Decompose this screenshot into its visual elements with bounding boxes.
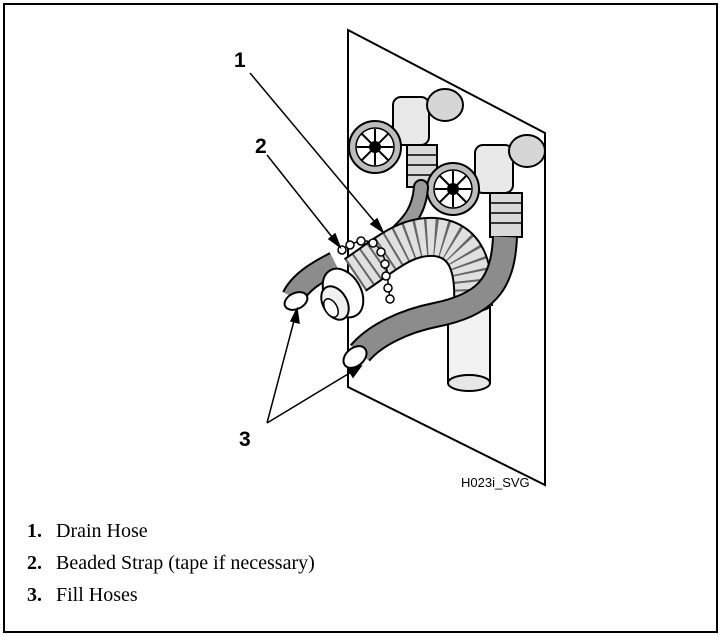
callout-2: 2	[255, 135, 267, 158]
legend-item: 1. Drain Hose	[27, 515, 315, 547]
legend-number: 1.	[27, 520, 42, 542]
right-fill-hose	[351, 236, 516, 361]
legend-list: 1. Drain Hose 2. Beaded Strap (tape if n…	[27, 515, 315, 611]
figure-id-label: H023i_SVG	[461, 475, 530, 490]
legend-item: 3. Fill Hoses	[27, 579, 315, 611]
legend-label: Fill Hoses	[56, 584, 138, 606]
legend-number: 2.	[27, 552, 42, 574]
illustration-svg: 1 2 3 H023i_SVG	[234, 28, 546, 490]
legend-number: 3.	[27, 584, 42, 606]
leader-lines	[249, 72, 385, 424]
legend-label: Drain Hose	[56, 520, 148, 542]
beaded-strap	[337, 236, 395, 304]
legend-item: 2. Beaded Strap (tape if necessary)	[27, 547, 315, 579]
hose-installation-illustration: 1 2 3 H023i_SVG	[5, 5, 720, 505]
callout-1: 1	[234, 49, 246, 72]
figure-frame: 1 2 3 H023i_SVG 1. Drain Hose 2. Beaded …	[3, 3, 718, 633]
right-faucet	[426, 134, 546, 238]
legend-label: Beaded Strap (tape if necessary)	[56, 552, 315, 574]
callout-3: 3	[239, 428, 251, 451]
drain-hose	[320, 216, 494, 321]
